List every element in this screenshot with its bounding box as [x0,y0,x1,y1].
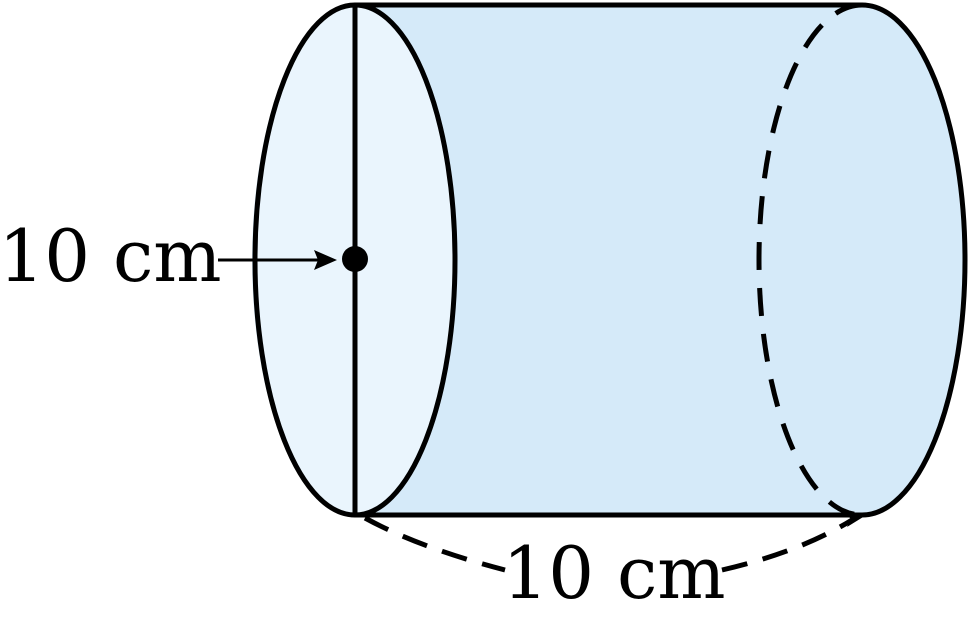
length-arrow-head [845,513,868,527]
diameter-arrow-head [314,250,337,270]
length-label: 10 cm [502,531,725,615]
diameter-label: 10 cm [0,214,222,298]
back-face-hidden-arc [756,2,863,518]
length-annotation: 10 cm [363,513,868,615]
cylinder-body [252,2,968,518]
diameter-annotation: 10 cm [0,214,337,298]
center-point [342,246,368,272]
back-face-visible-arc [861,2,968,518]
length-dashed-arc-right [721,517,854,573]
length-dashed-arc-left [363,515,506,573]
